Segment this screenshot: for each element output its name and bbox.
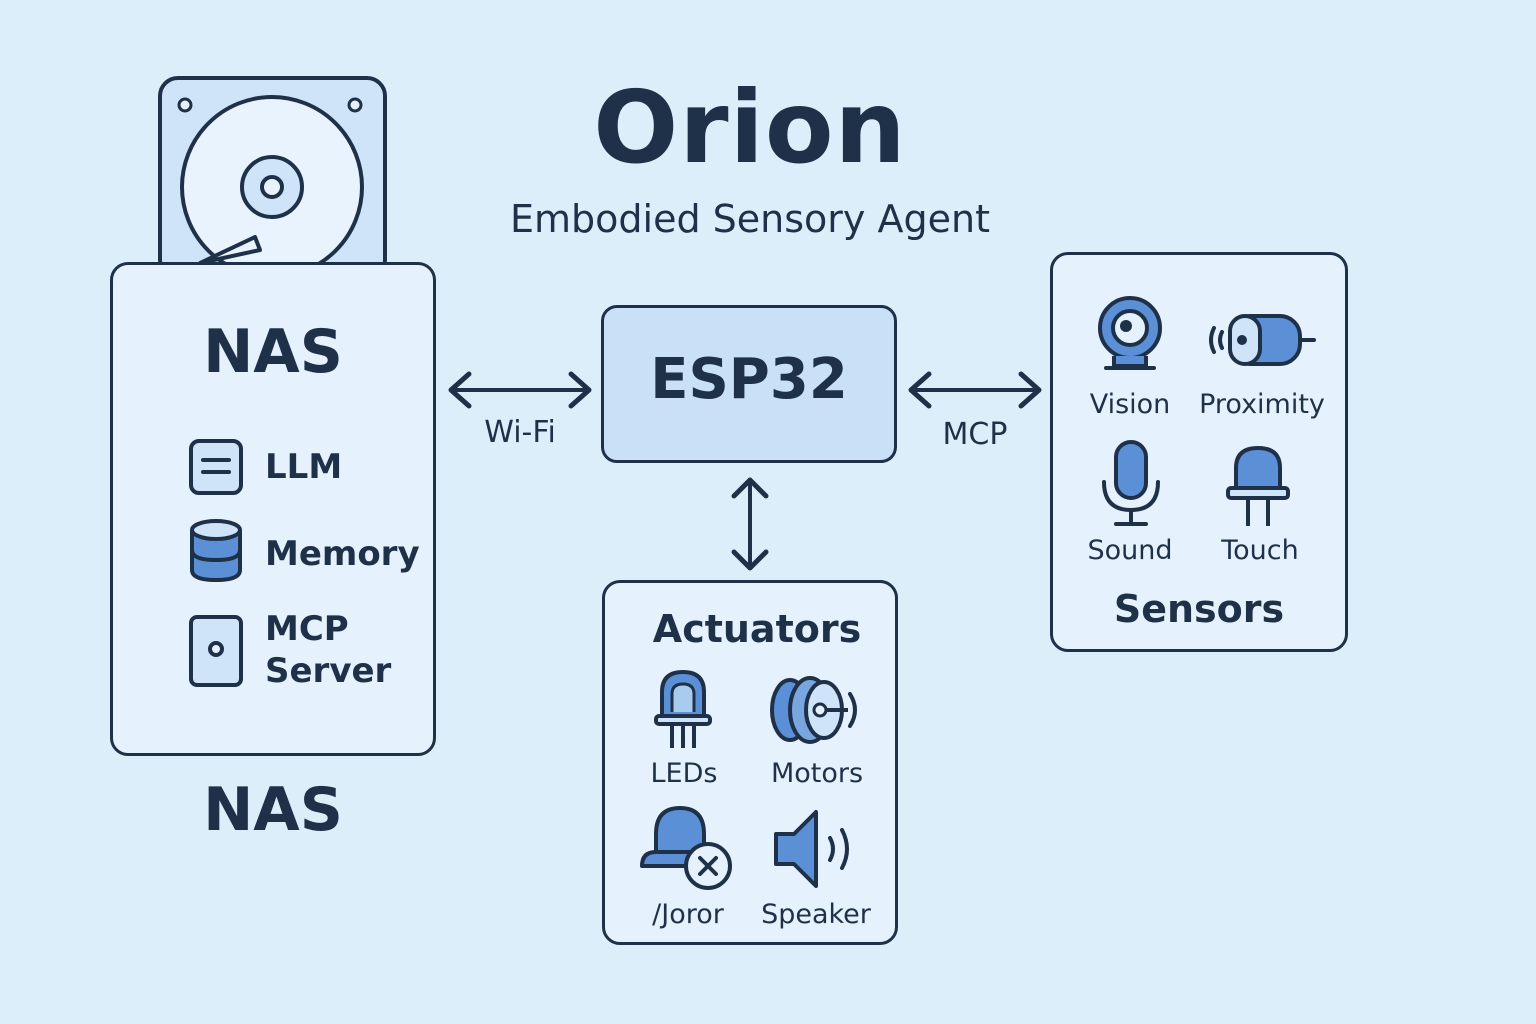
sensor-vision-label: Vision bbox=[1089, 389, 1171, 420]
actuator-leds-label: LEDs bbox=[650, 758, 718, 789]
proximity-sensor-icon bbox=[1209, 314, 1316, 366]
sensor-touch-label: Touch bbox=[1221, 535, 1299, 566]
database-icon bbox=[190, 519, 242, 583]
speaker-icon bbox=[774, 810, 849, 888]
diagram-title: Orion bbox=[593, 69, 907, 186]
nas-item-llm-label: LLM bbox=[265, 447, 343, 487]
wifi-link-label: Wi-Fi bbox=[484, 415, 556, 450]
nas-panel bbox=[110, 262, 436, 756]
nas-item-memory-label: Memory bbox=[265, 534, 420, 574]
actuators-link-arrow bbox=[731, 477, 769, 571]
nas-item-mcp-label-line2: Server bbox=[265, 651, 392, 691]
hard-drive-icon bbox=[158, 76, 387, 280]
nas-item-mcp-label-line1: MCP bbox=[265, 609, 349, 649]
esp32-box bbox=[601, 305, 897, 463]
actuator-speaker-label: Speaker bbox=[761, 899, 871, 930]
server-icon bbox=[189, 615, 243, 687]
sensor-sound-label: Sound bbox=[1087, 535, 1173, 566]
actuator-motors-label: Motors bbox=[770, 758, 864, 789]
nas-caption: NAS bbox=[203, 775, 343, 845]
actuator-joror-label: /Joror bbox=[652, 899, 724, 930]
sensors-heading: Sensors bbox=[1113, 587, 1285, 631]
document-icon bbox=[189, 439, 243, 495]
led-icon bbox=[654, 670, 712, 748]
motor-icon bbox=[770, 676, 857, 744]
actuators-panel bbox=[602, 580, 898, 945]
esp32-label: ESP32 bbox=[650, 347, 848, 412]
alarm-icon bbox=[640, 806, 732, 890]
touch-sensor-icon bbox=[1226, 446, 1290, 526]
sensor-proximity-label: Proximity bbox=[1199, 389, 1325, 420]
wifi-link-arrow bbox=[448, 371, 592, 409]
mcp-link-arrow bbox=[908, 371, 1042, 409]
diagram-subtitle: Embodied Sensory Agent bbox=[510, 197, 990, 241]
camera-icon bbox=[1098, 296, 1162, 370]
nas-heading: NAS bbox=[203, 317, 343, 387]
microphone-icon bbox=[1102, 440, 1160, 526]
actuators-heading: Actuators bbox=[652, 607, 862, 651]
mcp-link-label: MCP bbox=[942, 417, 1008, 452]
